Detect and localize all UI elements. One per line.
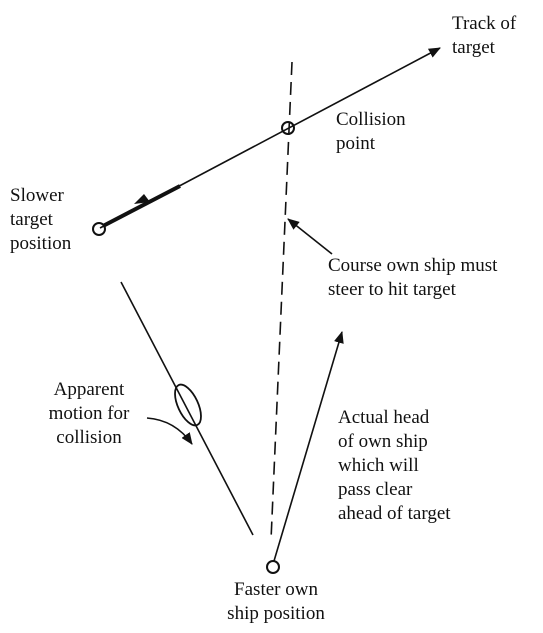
actual-heading-line <box>273 331 344 562</box>
target-motion-segment <box>102 184 181 228</box>
apparent-motion-leader <box>146 417 193 445</box>
track-of-target-label: Track of target <box>452 13 517 58</box>
faster-own-ship-label: Faster own ship position <box>227 579 325 624</box>
collision-point-label: Collision point <box>336 109 406 154</box>
course-own-ship-label: Course own ship must steer to hit target <box>328 255 498 300</box>
slower-target-position-label: Slower target position <box>10 185 72 254</box>
apparent-motion-line <box>120 281 254 536</box>
course-leader-arrow <box>287 218 333 255</box>
target-position-marker <box>92 222 106 236</box>
target-motion-arrowhead <box>134 194 150 204</box>
apparent-motion-ellipse <box>174 383 202 427</box>
own-ship-position-marker <box>266 560 280 574</box>
apparent-motion-label: Apparent motion for collision <box>48 379 130 448</box>
collision-point-marker <box>281 121 295 135</box>
actual-head-label: Actual head of own ship which will pass … <box>338 407 451 524</box>
